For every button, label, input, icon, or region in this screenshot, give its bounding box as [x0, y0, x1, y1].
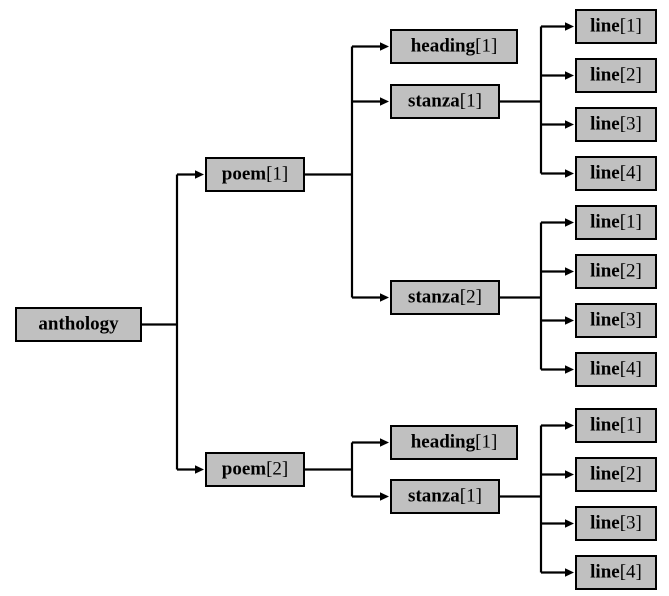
tree-node-s11-line2[interactable]: line[2]	[575, 58, 657, 93]
arrow-head-icon	[565, 71, 574, 80]
node-label: line[1]	[590, 212, 642, 233]
node-label: anthology	[38, 314, 119, 335]
node-box[interactable]	[390, 479, 500, 514]
node-box[interactable]	[575, 555, 657, 590]
tree-node-poem1[interactable]: poem[1]	[205, 157, 305, 192]
edges-layer	[142, 22, 574, 577]
node-label: line[3]	[590, 513, 642, 534]
node-label: line[4]	[590, 359, 642, 380]
tree-node-s12-line4[interactable]: line[4]	[575, 352, 657, 387]
arrow-head-icon	[565, 568, 574, 577]
tree-node-s11-line4[interactable]: line[4]	[575, 156, 657, 191]
tree-node-poem2[interactable]: poem[2]	[205, 452, 305, 487]
arrow-head-icon	[380, 492, 389, 501]
node-box[interactable]	[575, 58, 657, 93]
node-box[interactable]	[575, 107, 657, 142]
tree-node-p1-heading1[interactable]: heading[1]	[390, 29, 518, 64]
arrow-head-icon	[380, 97, 389, 106]
node-box[interactable]	[575, 506, 657, 541]
node-label: line[2]	[590, 65, 642, 86]
node-label: line[1]	[590, 415, 642, 436]
node-label: line[3]	[590, 114, 642, 135]
node-box[interactable]	[575, 352, 657, 387]
arrow-head-icon	[565, 22, 574, 31]
node-box[interactable]	[15, 307, 142, 342]
arrow-head-icon	[565, 169, 574, 178]
arrow-head-icon	[565, 316, 574, 325]
node-box[interactable]	[575, 9, 657, 44]
node-label: poem[2]	[222, 459, 288, 480]
arrow-head-icon	[565, 365, 574, 374]
edge-group-anthology	[142, 170, 204, 474]
tree-node-s21-line1[interactable]: line[1]	[575, 408, 657, 443]
edge-group-p2-stanza1	[500, 421, 574, 577]
node-box[interactable]	[575, 205, 657, 240]
tree-node-s12-line1[interactable]: line[1]	[575, 205, 657, 240]
node-box[interactable]	[575, 254, 657, 289]
node-label: line[4]	[590, 163, 642, 184]
node-box[interactable]	[205, 452, 305, 487]
node-box[interactable]	[205, 157, 305, 192]
node-label: stanza[1]	[408, 91, 482, 112]
tree-node-s12-line3[interactable]: line[3]	[575, 303, 657, 338]
tree-node-anthology[interactable]: anthology	[15, 307, 142, 342]
tree-node-p2-stanza1[interactable]: stanza[1]	[390, 479, 500, 514]
node-box[interactable]	[390, 29, 518, 64]
tree-node-s11-line1[interactable]: line[1]	[575, 9, 657, 44]
edge-group-p1-stanza2	[500, 218, 574, 374]
node-label: stanza[2]	[408, 287, 482, 308]
node-box[interactable]	[390, 280, 500, 315]
arrow-head-icon	[380, 42, 389, 51]
arrow-head-icon	[565, 470, 574, 479]
edge-group-poem1	[305, 42, 389, 302]
tree-node-s11-line3[interactable]: line[3]	[575, 107, 657, 142]
tree-node-s21-line4[interactable]: line[4]	[575, 555, 657, 590]
node-label: line[1]	[590, 16, 642, 37]
tree-node-s21-line2[interactable]: line[2]	[575, 457, 657, 492]
arrow-head-icon	[565, 267, 574, 276]
arrow-head-icon	[380, 438, 389, 447]
node-box[interactable]	[575, 457, 657, 492]
node-box[interactable]	[575, 303, 657, 338]
arrow-head-icon	[195, 170, 204, 179]
arrow-head-icon	[195, 465, 204, 474]
arrow-head-icon	[565, 519, 574, 528]
node-label: line[3]	[590, 310, 642, 331]
tree-node-s21-line3[interactable]: line[3]	[575, 506, 657, 541]
node-box[interactable]	[575, 156, 657, 191]
arrow-head-icon	[565, 218, 574, 227]
tree-node-s12-line2[interactable]: line[2]	[575, 254, 657, 289]
node-box[interactable]	[390, 84, 500, 119]
edge-group-p1-stanza1	[500, 22, 574, 178]
nodes-layer: anthology poem[1] poem[2] heading[1] stanza[…	[15, 9, 657, 590]
arrow-head-icon	[565, 421, 574, 430]
tree-node-p1-stanza1[interactable]: stanza[1]	[390, 84, 500, 119]
tree-node-p1-stanza2[interactable]: stanza[2]	[390, 280, 500, 315]
node-label: heading[1]	[411, 36, 498, 57]
arrow-head-icon	[565, 120, 574, 129]
arrow-head-icon	[380, 293, 389, 302]
node-box[interactable]	[390, 425, 518, 460]
node-label: poem[1]	[222, 164, 288, 185]
node-label: stanza[1]	[408, 486, 482, 507]
tree-node-p2-heading1[interactable]: heading[1]	[390, 425, 518, 460]
edge-group-poem2	[305, 438, 389, 501]
node-label: heading[1]	[411, 432, 498, 453]
node-box[interactable]	[575, 408, 657, 443]
node-label: line[2]	[590, 464, 642, 485]
node-label: line[2]	[590, 261, 642, 282]
node-label: line[4]	[590, 562, 642, 583]
